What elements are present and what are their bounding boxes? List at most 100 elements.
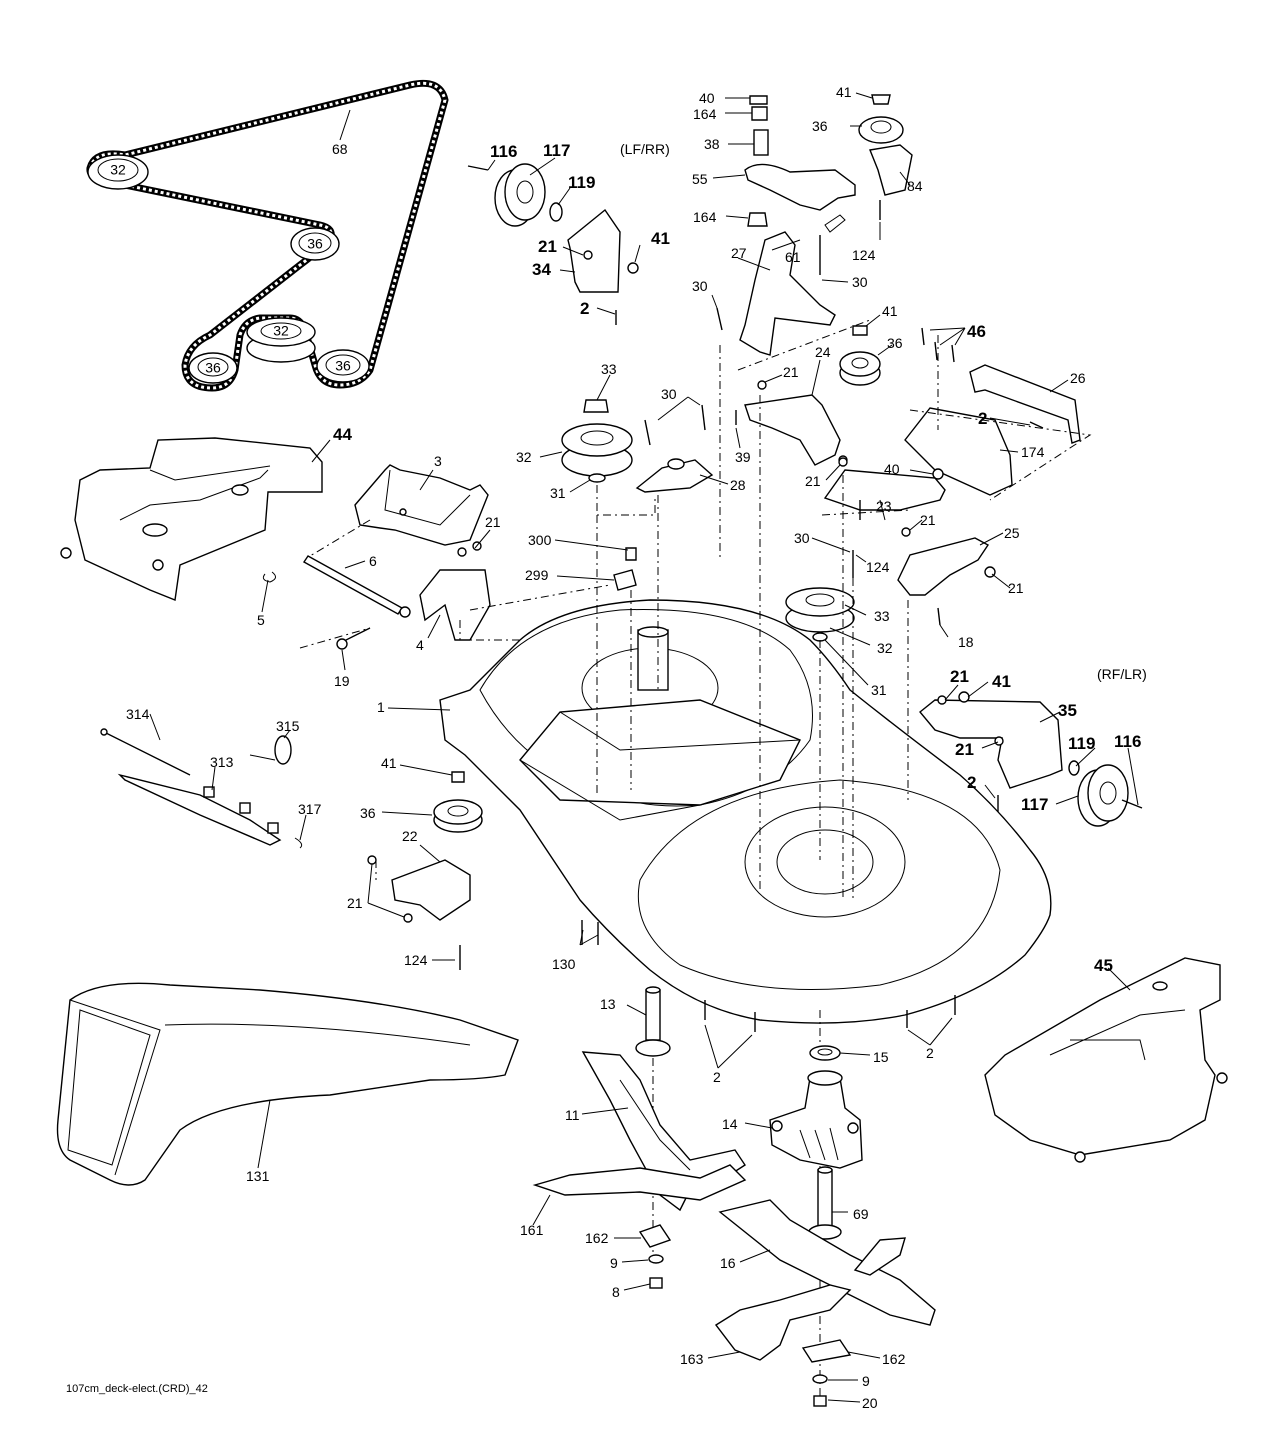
idler-bracket-35 bbox=[919, 691, 1143, 827]
callout-124: 124 bbox=[852, 247, 876, 263]
bolt-299-300 bbox=[613, 547, 637, 591]
deck-bolts bbox=[644, 200, 956, 1032]
belt-pulley-36-upper: 36 bbox=[290, 227, 340, 261]
belt-pulley-36-right: 36 bbox=[316, 349, 370, 383]
drive-belt: 32 36 32 36 36 bbox=[86, 79, 449, 392]
callout-41: 41 bbox=[882, 303, 898, 319]
callout-19: 19 bbox=[334, 673, 350, 689]
callout-31: 31 bbox=[871, 682, 887, 698]
callout-41: 41 bbox=[992, 672, 1011, 691]
callout-161: 161 bbox=[520, 1222, 544, 1238]
callout-36: 36 bbox=[360, 805, 376, 821]
bracket-23 bbox=[823, 457, 946, 511]
callout-36: 36 bbox=[887, 335, 903, 351]
bolts-130 bbox=[581, 920, 599, 945]
callout-124: 124 bbox=[404, 952, 428, 968]
blade-163 bbox=[714, 1284, 852, 1361]
bracket-22 bbox=[367, 855, 471, 970]
callout-30: 30 bbox=[794, 530, 810, 546]
bracket-28 bbox=[635, 458, 714, 493]
callout-55: 55 bbox=[692, 171, 708, 187]
callout-46: 46 bbox=[967, 322, 986, 341]
callout-45: 45 bbox=[1094, 956, 1113, 975]
pulley-36-mid bbox=[839, 325, 881, 386]
callout-41: 41 bbox=[836, 84, 852, 100]
callout-41: 41 bbox=[381, 755, 397, 771]
callout-15: 15 bbox=[873, 1049, 889, 1065]
idler-arm-stack-center bbox=[739, 95, 856, 356]
bracket-4 bbox=[419, 541, 491, 641]
left-belt-shield bbox=[60, 437, 323, 601]
callout-21: 21 bbox=[485, 514, 501, 530]
callout-32: 32 bbox=[877, 640, 893, 656]
callout-21: 21 bbox=[783, 364, 799, 380]
orientation-label-lf-rr: (LF/RR) bbox=[620, 141, 670, 157]
callout-44: 44 bbox=[333, 425, 352, 444]
callout-130: 130 bbox=[552, 956, 576, 972]
callout-21: 21 bbox=[805, 473, 821, 489]
callout-36: 36 bbox=[812, 118, 828, 134]
callout-21: 21 bbox=[920, 512, 936, 528]
spindle-shaft-13 bbox=[635, 986, 671, 1057]
callout-174: 174 bbox=[1021, 444, 1045, 460]
callout-2: 2 bbox=[978, 409, 987, 428]
callout-9: 9 bbox=[610, 1255, 618, 1271]
pulley-label: 36 bbox=[205, 360, 221, 376]
callout-117: 117 bbox=[1021, 795, 1048, 814]
pulley-label: 36 bbox=[307, 236, 323, 252]
callout-33: 33 bbox=[874, 608, 890, 624]
callout-162: 162 bbox=[585, 1230, 609, 1246]
callout-116: 116 bbox=[1114, 732, 1141, 751]
idler-wheel-assembly-left bbox=[467, 163, 639, 325]
belt-pulley-36-left: 36 bbox=[188, 352, 238, 384]
blade-161 bbox=[532, 1164, 747, 1201]
callout-21: 21 bbox=[347, 895, 363, 911]
callout-4: 4 bbox=[416, 637, 424, 653]
callout-11: 11 bbox=[565, 1107, 580, 1123]
callout-38: 38 bbox=[704, 136, 720, 152]
callout-2: 2 bbox=[967, 773, 976, 792]
callout-119: 119 bbox=[568, 173, 595, 192]
pulley-label: 36 bbox=[335, 358, 351, 374]
callout-124: 124 bbox=[866, 559, 890, 575]
mulch-plug-assembly bbox=[100, 728, 303, 849]
callout-30: 30 bbox=[692, 278, 708, 294]
callout-24: 24 bbox=[815, 344, 831, 360]
discharge-chute-131 bbox=[56, 982, 519, 1186]
callout-6: 6 bbox=[369, 553, 377, 569]
bracket-24 bbox=[744, 380, 848, 466]
callout-14: 14 bbox=[722, 1116, 738, 1132]
belt-pulley-32-top: 32 bbox=[87, 154, 149, 190]
callout-25: 25 bbox=[1004, 525, 1020, 541]
belt-pulley-32-lower: 32 bbox=[246, 317, 316, 363]
callout-314: 314 bbox=[126, 706, 150, 722]
callout-18: 18 bbox=[958, 634, 974, 650]
callout-69: 69 bbox=[853, 1206, 869, 1222]
callout-20: 20 bbox=[862, 1395, 878, 1411]
callout-9: 9 bbox=[862, 1373, 870, 1389]
callout-84: 84 bbox=[907, 178, 923, 194]
callout-22: 22 bbox=[402, 828, 418, 844]
callout-13: 13 bbox=[600, 996, 616, 1012]
callout-119: 119 bbox=[1068, 734, 1095, 753]
spring-clip-5 bbox=[262, 571, 276, 583]
bracket-3 bbox=[354, 464, 489, 546]
callout-131: 131 bbox=[246, 1168, 270, 1184]
callout-164: 164 bbox=[693, 209, 717, 225]
callout-3: 3 bbox=[434, 453, 442, 469]
bracket-25 bbox=[897, 527, 996, 596]
spindle-washer-15 bbox=[809, 1045, 841, 1061]
callout-34: 34 bbox=[532, 260, 551, 279]
callout-21: 21 bbox=[955, 740, 974, 759]
callout-40: 40 bbox=[884, 461, 900, 477]
pulley-32-center-left bbox=[561, 399, 633, 483]
diagram-caption: 107cm_deck-elect.(CRD)_42 bbox=[66, 1383, 208, 1395]
blade-hardware-left bbox=[638, 1224, 672, 1289]
callout-117: 117 bbox=[543, 141, 570, 160]
pulley-label: 32 bbox=[273, 323, 289, 339]
callout-39: 39 bbox=[735, 449, 751, 465]
callout-2: 2 bbox=[713, 1069, 721, 1085]
blade-16 bbox=[718, 1199, 936, 1326]
callout-116: 116 bbox=[490, 142, 517, 161]
